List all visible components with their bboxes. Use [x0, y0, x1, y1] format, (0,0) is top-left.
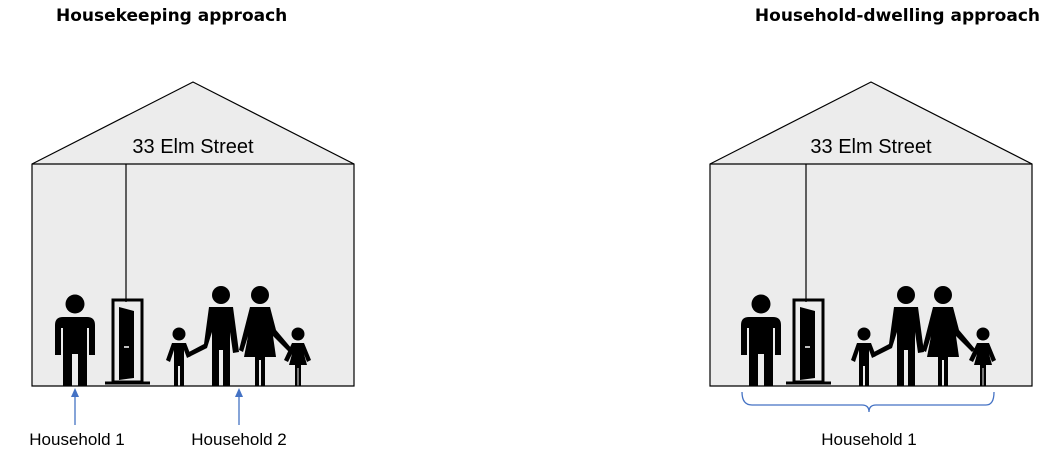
title-housekeeping: Housekeeping approach [56, 6, 287, 26]
address-label: 33 Elm Street [710, 136, 1032, 159]
house-right: 33 Elm Street [710, 82, 1032, 386]
household-1-label: Household 1 [29, 430, 124, 450]
house-icon [710, 82, 1032, 386]
house-icon [32, 82, 354, 386]
arrow-household-2 [235, 388, 243, 425]
household-2-label: Household 2 [191, 430, 286, 450]
arrow-household-1 [71, 388, 79, 425]
door-icon [105, 300, 150, 383]
address-label: 33 Elm Street [32, 136, 354, 159]
door-icon [786, 300, 831, 383]
brace-household-1 [742, 392, 994, 412]
title-household-dwelling: Household-dwelling approach [755, 6, 1040, 26]
household-1-label: Household 1 [821, 430, 916, 450]
house-left: 33 Elm Street [32, 82, 354, 386]
